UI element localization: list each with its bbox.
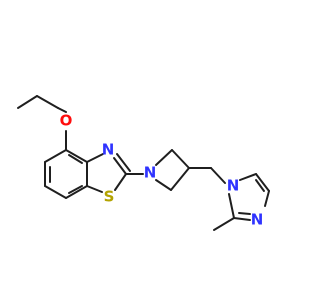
bond-n-c2-single (113, 157, 127, 175)
bond-ch2-imidazole-n (210, 167, 226, 184)
bond-azetidine-3 (170, 167, 190, 191)
oxygen-atom: O (60, 112, 73, 130)
bond-ethyl-ch2 (36, 95, 59, 109)
bond-c2-s (114, 173, 127, 191)
bond-benzene-4 (65, 185, 88, 199)
thiazole-nitrogen-atom: N (102, 141, 115, 159)
bond-azetidine-1 (155, 149, 173, 166)
molecule-canvas: O N S N N N (17, 95, 270, 231)
bond-imidazole-2 (255, 173, 270, 192)
bond-ch2-oxygen (57, 107, 67, 113)
bond-benzene-1 (44, 149, 67, 163)
molecule-structure: O N S N N N (17, 95, 270, 231)
bond-benzene-3 (44, 185, 67, 199)
azetidine-nitrogen-atom: N (144, 164, 157, 182)
bond-imidazole-1 (239, 173, 257, 181)
bond-imidazole-double-b (238, 212, 251, 215)
bond-benzene-6 (65, 149, 88, 163)
bond-n-c2-double (116, 153, 131, 172)
sulfur-atom: S (104, 188, 115, 206)
bond-benzene-double-c (68, 154, 83, 164)
bond-azetidine-2 (171, 149, 190, 169)
bond-benzene-double-b (68, 185, 83, 194)
bond-ethyl-ch3 (17, 95, 38, 109)
imidazole-n1-atom: N (227, 177, 240, 195)
bond-imidazole-5 (228, 193, 235, 219)
bond-imidazole-4 (233, 217, 251, 221)
bond-imidazole-double-a (255, 179, 265, 192)
bond-s-fused (86, 185, 103, 193)
bond-azetidine-4 (155, 179, 172, 191)
imidazole-n3-atom: N (251, 211, 264, 229)
bond-fused-to-n (86, 153, 104, 163)
bond-imidazole-3 (264, 190, 270, 207)
bond-imidazole-methyl (213, 217, 235, 231)
